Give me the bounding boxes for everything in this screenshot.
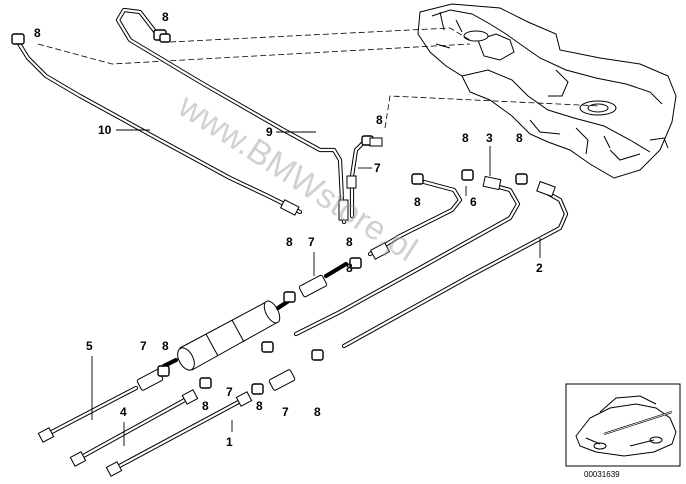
callout-10: 10 (98, 123, 112, 137)
callout-1: 1 (226, 435, 233, 449)
pipe-9 (115, 7, 349, 225)
pipe-3 (293, 169, 521, 337)
callout-8: 8 (516, 131, 523, 145)
callout-8: 8 (162, 339, 169, 353)
reference-number: 00031639 (584, 470, 620, 479)
callout-8: 8 (256, 399, 263, 413)
pipe-5 (37, 385, 139, 443)
hose-7-lower (199, 341, 324, 395)
callout-7: 7 (282, 405, 289, 419)
callout-8: 8 (376, 113, 383, 127)
callout-leaders (91, 129, 541, 446)
hose-7-left (136, 365, 170, 391)
pipe-2 (341, 173, 569, 349)
callout-5: 5 (86, 339, 93, 353)
pipe-1 (105, 391, 253, 477)
callout-8: 8 (414, 195, 421, 209)
callout-8: 8 (286, 235, 293, 249)
callout-labels: 8 8 10 9 8 7 8 3 8 8 6 2 8 7 8 8 5 7 8 4… (34, 10, 543, 449)
callout-7: 7 (308, 235, 315, 249)
car-inset (565, 383, 681, 467)
callout-8: 8 (462, 131, 469, 145)
callout-7: 7 (226, 385, 233, 399)
callout-9: 9 (266, 125, 273, 139)
dashed-reference-lines (37, 27, 601, 129)
fuel-tank (417, 3, 677, 179)
hose-7-mid (283, 261, 349, 303)
pipe-4 (69, 389, 199, 467)
callout-7: 7 (374, 161, 381, 175)
callout-8: 8 (346, 235, 353, 249)
callout-3: 3 (486, 131, 493, 145)
pipe-6 (349, 173, 463, 269)
callout-8: 8 (202, 399, 209, 413)
callout-8: 8 (34, 26, 41, 40)
callout-4: 4 (120, 405, 127, 419)
callout-2: 2 (536, 261, 543, 275)
fuel-filter (161, 297, 293, 371)
watermark-text: www.BMWstore.pl (171, 86, 424, 269)
callout-6: 6 (470, 195, 477, 209)
callout-8: 8 (314, 405, 321, 419)
pipe-7-upper (346, 135, 383, 219)
callout-7: 7 (140, 339, 147, 353)
callout-8: 8 (346, 261, 353, 275)
callout-8: 8 (162, 10, 169, 24)
pipe-10 (11, 33, 303, 216)
